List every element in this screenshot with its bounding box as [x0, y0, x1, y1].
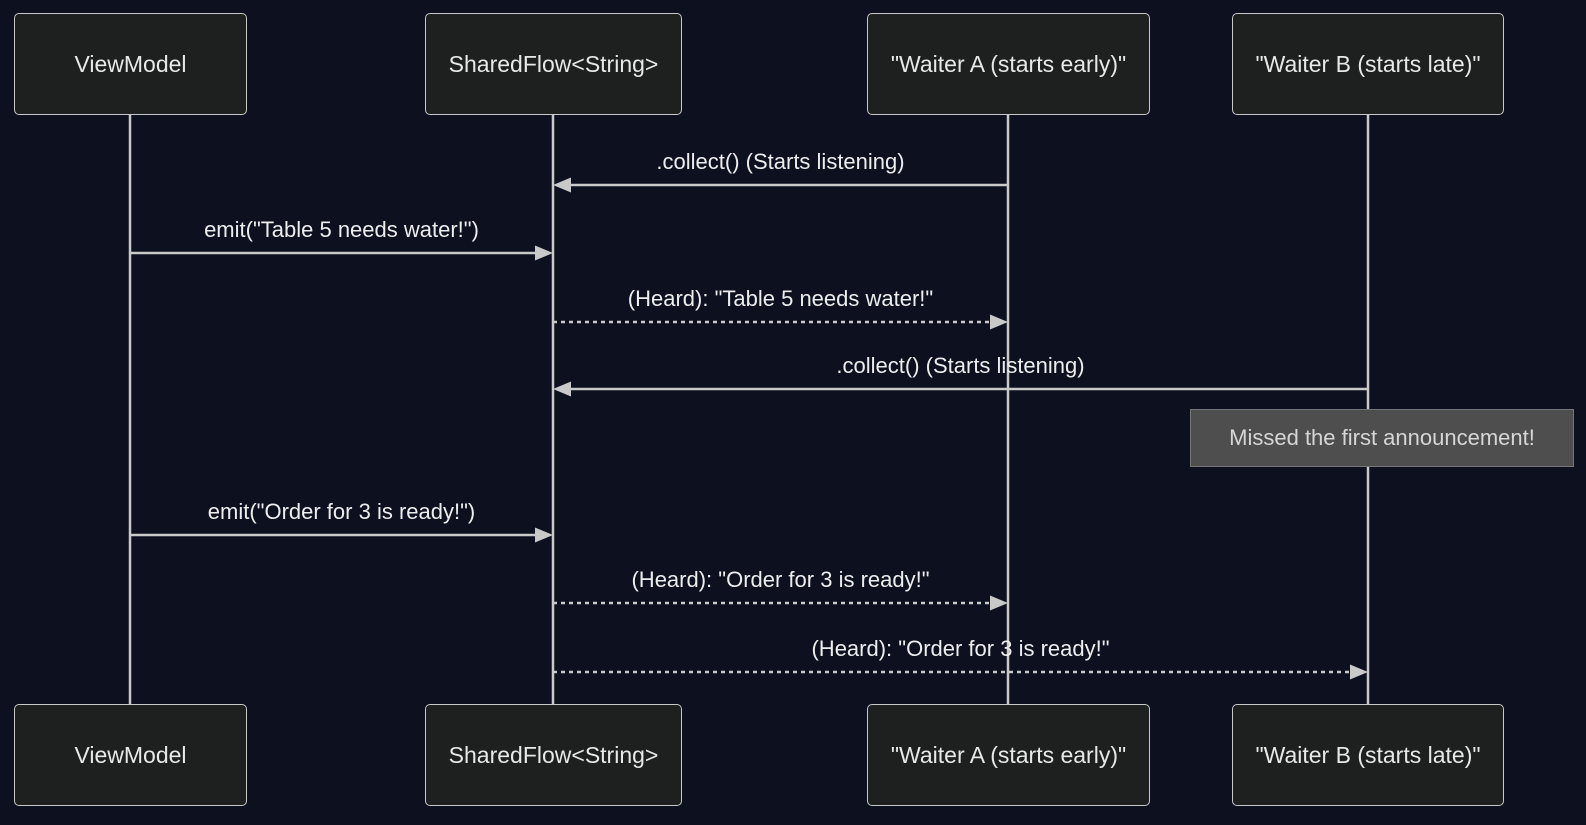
- message-label-heard-order-b: (Heard): "Order for 3 is ready!": [811, 636, 1110, 661]
- arrowhead-icon: [535, 245, 553, 261]
- actor-waiter-b-label: "Waiter B (starts late)": [1255, 50, 1481, 77]
- actor-viewmodel-top: ViewModel: [14, 13, 247, 115]
- actor-waiter-b-label: "Waiter B (starts late)": [1255, 741, 1481, 768]
- actor-sharedflow-label: SharedFlow<String>: [448, 741, 659, 768]
- message-label-emit-table5: emit("Table 5 needs water!"): [204, 217, 479, 242]
- actor-waiter-a-top: "Waiter A (starts early)": [867, 13, 1150, 115]
- actor-waiter-b-top: "Waiter B (starts late)": [1232, 13, 1504, 115]
- arrowhead-icon: [990, 314, 1008, 330]
- actor-waiter-b-bottom: "Waiter B (starts late)": [1232, 704, 1504, 806]
- arrowhead-icon: [553, 381, 571, 397]
- arrowhead-icon: [535, 527, 553, 543]
- actor-viewmodel-label: ViewModel: [74, 50, 187, 77]
- actor-sharedflow-top: SharedFlow<String>: [425, 13, 682, 115]
- actor-viewmodel-bottom: ViewModel: [14, 704, 247, 806]
- actor-viewmodel-label: ViewModel: [74, 741, 187, 768]
- arrowhead-icon: [553, 177, 571, 193]
- arrowhead-icon: [990, 595, 1008, 611]
- note-missed-announcement: Missed the first announcement!: [1190, 409, 1574, 467]
- actor-waiter-a-label: "Waiter A (starts early)": [890, 50, 1127, 77]
- actor-sharedflow-label: SharedFlow<String>: [448, 50, 659, 77]
- actor-waiter-a-bottom: "Waiter A (starts early)": [867, 704, 1150, 806]
- actor-waiter-a-label: "Waiter A (starts early)": [890, 741, 1127, 768]
- actor-sharedflow-bottom: SharedFlow<String>: [425, 704, 682, 806]
- message-label-collect-b: .collect() (Starts listening): [836, 353, 1085, 378]
- message-label-heard-table5: (Heard): "Table 5 needs water!": [627, 286, 934, 311]
- message-label-heard-order-a: (Heard): "Order for 3 is ready!": [631, 567, 930, 592]
- arrowhead-icon: [1350, 664, 1368, 680]
- message-label-collect-a: .collect() (Starts listening): [656, 149, 905, 174]
- message-label-emit-order: emit("Order for 3 is ready!"): [207, 499, 476, 524]
